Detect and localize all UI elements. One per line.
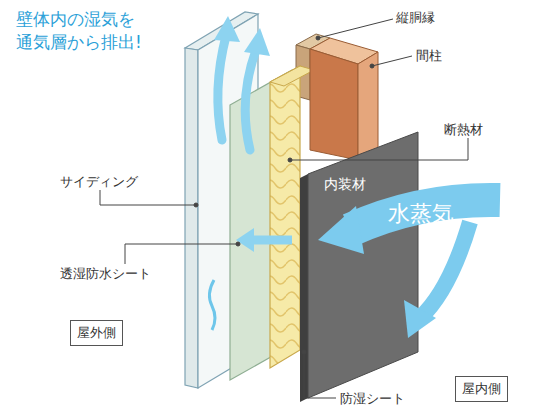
vent-arrows [218,36,256,150]
part-label: サイディング [60,174,138,190]
part-label: 断熱材 [444,122,483,138]
air-flow [209,280,215,330]
part-label: 内装材 [324,176,366,193]
insulation [270,66,300,368]
box-text: 屋内側 [462,380,501,398]
interior-board [308,132,418,398]
vapor-down-head [404,300,436,338]
side-box: 屋外側 [70,320,123,346]
insulation-top [270,66,314,86]
vapor-down [420,222,470,318]
stud-face [310,49,358,160]
part-label: 縦胴縁 [396,10,435,26]
part-label: 透湿防水シート [60,266,151,282]
part-label: 防湿シート [340,391,405,407]
vapor-arrow [350,200,500,230]
title: 壁体内の湿気を 通気層から排出! [16,8,186,54]
leader-lines [100,19,468,398]
part-label: 水蒸気 [388,201,454,227]
stud-side [358,52,378,160]
side-box: 屋内側 [455,376,508,402]
part-label: 間柱 [416,48,442,64]
vapor-head [318,206,364,254]
siding-edge [185,48,198,388]
box-text: 屋外側 [77,324,116,342]
arrow-heads [214,16,270,56]
moisture-head [236,228,254,252]
moisture-arrow [252,236,292,245]
